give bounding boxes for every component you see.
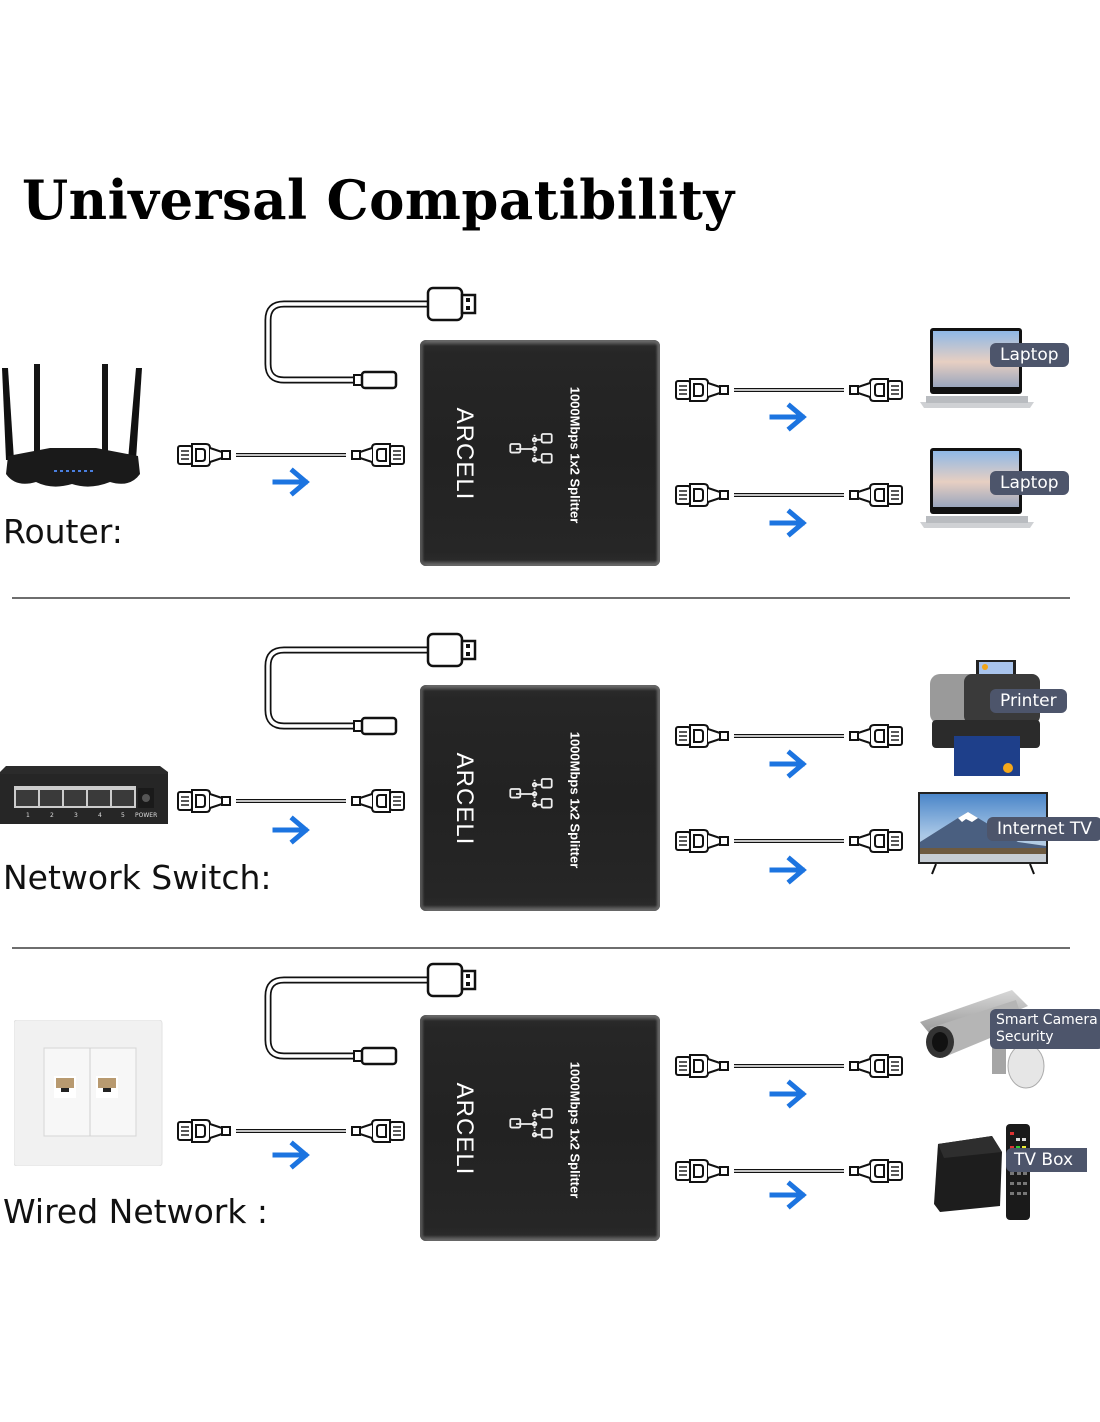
network-switch-icon: 1 2 3 4 5 POWER xyxy=(0,766,168,824)
ethernet-cable-icon xyxy=(675,1159,903,1183)
laptop-icon xyxy=(920,328,1034,408)
arrow-right-icon xyxy=(769,1180,809,1210)
device-label-badge: TV Box xyxy=(1006,1148,1088,1172)
port-label: POWER xyxy=(135,812,158,819)
ethernet-cable-icon xyxy=(675,1054,903,1078)
ethernet-cable-icon xyxy=(675,829,903,853)
device-label-badge: Printer xyxy=(990,689,1067,713)
usb-cable-icon xyxy=(264,962,477,1066)
section-divider xyxy=(12,947,1070,949)
arrow-right-icon xyxy=(272,467,312,497)
tv-box-icon xyxy=(934,1124,1030,1220)
section-router: Router: ARCELI 1000Mbps 1x2 Splitter xyxy=(0,280,1100,610)
port-label: 4 xyxy=(98,812,102,819)
port-label: 5 xyxy=(121,812,125,819)
network-topology-icon xyxy=(509,433,553,464)
source-label: Wired Network : xyxy=(3,1192,269,1231)
arrow-right-icon xyxy=(769,749,809,779)
network-topology-icon xyxy=(509,1108,553,1139)
model-label: 1000Mbps 1x2 Splitter xyxy=(567,1061,583,1199)
network-topology-icon xyxy=(509,778,553,809)
arrow-right-icon xyxy=(769,402,809,432)
section-divider xyxy=(12,597,1070,599)
device-label-badge: Laptop xyxy=(990,471,1069,495)
device-label-line: Security xyxy=(996,1029,1054,1045)
ethernet-cable-icon xyxy=(675,724,903,748)
port-label: 2 xyxy=(50,812,54,819)
splitter-device: ARCELI 1000Mbps 1x2 Splitter xyxy=(420,685,660,911)
device-label-line: Smart Camera xyxy=(996,1012,1098,1028)
splitter-device: ARCELI 1000Mbps 1x2 Splitter xyxy=(420,340,660,566)
laptop-icon xyxy=(920,448,1034,528)
arrow-right-icon xyxy=(769,508,809,538)
port-label: 3 xyxy=(74,812,78,819)
model-label: 1000Mbps 1x2 Splitter xyxy=(567,731,583,869)
printer-icon xyxy=(930,660,1040,776)
section-wired-network: Wired Network : ARCELI 1000Mbps 1x2 Spli… xyxy=(0,956,1100,1286)
wall-ethernet-socket-icon xyxy=(14,1020,163,1166)
device-label-badge: Laptop xyxy=(990,343,1069,367)
ethernet-cable-icon xyxy=(177,789,405,813)
arrow-right-icon xyxy=(769,1079,809,1109)
arrow-right-icon xyxy=(272,1140,312,1170)
arrow-right-icon xyxy=(272,815,312,845)
brand-logo: ARCELI xyxy=(451,752,478,846)
brand-logo: ARCELI xyxy=(451,1082,478,1176)
usb-cable-icon xyxy=(264,632,477,736)
page-title: Universal Compatibility xyxy=(22,168,735,232)
ethernet-cable-icon xyxy=(177,443,405,467)
source-label: Network Switch: xyxy=(3,858,272,897)
source-label: Router: xyxy=(3,512,123,551)
port-label: 1 xyxy=(26,812,30,819)
splitter-device: ARCELI 1000Mbps 1x2 Splitter xyxy=(420,1015,660,1241)
router-icon xyxy=(2,364,142,487)
model-label: 1000Mbps 1x2 Splitter xyxy=(567,386,583,524)
ethernet-cable-icon xyxy=(177,1119,405,1143)
arrow-right-icon xyxy=(769,855,809,885)
device-label-badge: Smart Camera Security xyxy=(990,1009,1100,1049)
ethernet-cable-icon xyxy=(675,378,903,402)
section-network-switch: 1 2 3 4 5 POWER Network Switch: ARCELI 1… xyxy=(0,626,1100,956)
brand-logo: ARCELI xyxy=(451,407,478,501)
usb-cable-icon xyxy=(264,286,477,390)
device-label-badge: Internet TV xyxy=(987,817,1100,841)
ethernet-cable-icon xyxy=(675,483,903,507)
